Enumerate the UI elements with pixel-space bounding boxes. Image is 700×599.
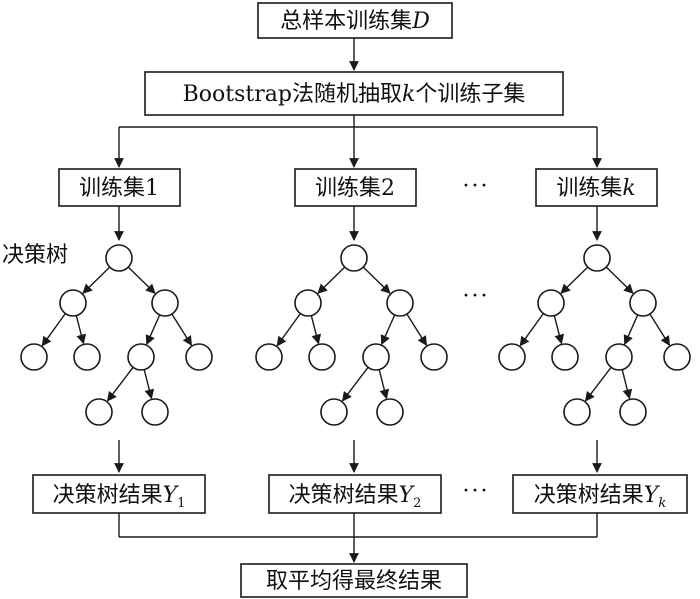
training-set-1-label: 训练集1 xyxy=(79,176,159,201)
tree-3-edge-5 xyxy=(649,313,671,347)
tree-3-edge-2 xyxy=(519,313,544,347)
tree-3-node-2 xyxy=(629,289,657,317)
tree-1-edge-7 xyxy=(143,369,155,400)
tree-2-node-8 xyxy=(376,398,404,426)
result-box-k: 决策树结果Yk xyxy=(512,474,688,514)
decision-trees xyxy=(20,244,691,426)
result-box-k-label: 决策树结果Yk xyxy=(534,483,667,511)
final-box-label: 取平均得最终结果 xyxy=(266,569,442,594)
training-set-k: 训练集k xyxy=(535,168,658,207)
tree-1-node-4 xyxy=(73,343,101,371)
tree-2-node-1 xyxy=(294,289,322,317)
top-box-label: 总样本训练集D xyxy=(280,9,430,34)
tree-2-edge-5 xyxy=(406,313,428,347)
top-box: 总样本训练集D xyxy=(257,2,453,39)
connectors xyxy=(114,38,602,563)
training-set-k-label: 训练集k xyxy=(556,176,635,201)
tree-1-node-3 xyxy=(20,343,48,371)
training-set-2-label: 训练集2 xyxy=(315,176,395,201)
tree-3-node-7 xyxy=(563,398,591,426)
ellipsis-trees: ··· xyxy=(463,284,490,309)
tree-1-node-8 xyxy=(141,398,169,426)
tree-1-node-0 xyxy=(105,244,133,272)
decision-tree-2 xyxy=(255,244,448,426)
tree-1-node-7 xyxy=(85,398,113,426)
tree-2-edge-0 xyxy=(317,266,346,294)
tree-1-edge-5 xyxy=(171,313,193,347)
decision-tree-1 xyxy=(20,244,213,426)
tree-2-edge-7 xyxy=(378,369,390,400)
ellipsis-training-sets: ··· xyxy=(463,174,490,199)
tree-1-edge-3 xyxy=(75,315,87,345)
tree-3-edge-3 xyxy=(553,315,565,345)
result-box-2: 决策树结果Y2 xyxy=(268,474,442,514)
tree-3-node-1 xyxy=(537,289,565,317)
tree-3-edge-6 xyxy=(584,366,612,402)
tree-1-node-6 xyxy=(185,343,213,371)
tree-2-node-0 xyxy=(340,244,368,272)
tree-1-edge-2 xyxy=(41,313,66,347)
tree-3-node-5 xyxy=(605,343,633,371)
tree-2-node-5 xyxy=(362,343,390,371)
tree-2-node-6 xyxy=(420,343,448,371)
tree-1-edge-4 xyxy=(145,314,161,346)
decision-tree-3 xyxy=(498,244,691,426)
tree-3-edge-4 xyxy=(623,314,639,346)
tree-3-node-4 xyxy=(551,343,579,371)
tree-2-edge-1 xyxy=(362,266,391,294)
decision-tree-label: 决策树 xyxy=(2,243,68,268)
tree-2-edge-4 xyxy=(380,314,396,346)
tree-3-edge-7 xyxy=(621,369,633,400)
tree-2-edge-2 xyxy=(276,313,301,347)
tree-3-node-3 xyxy=(498,343,526,371)
result-box-1-label: 决策树结果Y1 xyxy=(53,483,186,511)
tree-1-edge-0 xyxy=(82,266,111,294)
tree-1-node-5 xyxy=(127,343,155,371)
tree-2-node-7 xyxy=(320,398,348,426)
tree-3-edge-1 xyxy=(605,266,634,294)
result-box-1: 决策树结果Y1 xyxy=(32,474,206,514)
result-box-2-label: 决策树结果Y2 xyxy=(289,483,422,511)
training-set-1: 训练集1 xyxy=(58,168,181,207)
tree-3-node-6 xyxy=(663,343,691,371)
tree-3-node-0 xyxy=(583,244,611,272)
tree-2-edge-3 xyxy=(310,315,322,345)
bootstrap-box-label: Bootstrap法随机抽取k个训练子集 xyxy=(183,82,526,107)
tree-2-node-2 xyxy=(386,289,414,317)
bootstrap-box: Bootstrap法随机抽取k个训练子集 xyxy=(144,71,564,116)
tree-3-edge-0 xyxy=(560,266,589,294)
final-box: 取平均得最终结果 xyxy=(240,563,468,598)
tree-2-edge-6 xyxy=(341,366,369,402)
tree-2-node-4 xyxy=(308,343,336,371)
tree-1-edge-6 xyxy=(106,366,134,402)
tree-2-node-3 xyxy=(255,343,283,371)
tree-1-edge-1 xyxy=(127,266,156,294)
training-set-2: 训练集2 xyxy=(294,168,417,207)
tree-1-node-1 xyxy=(59,289,87,317)
tree-1-node-2 xyxy=(151,289,179,317)
tree-3-node-8 xyxy=(619,398,647,426)
ellipsis-results: ··· xyxy=(463,479,490,504)
